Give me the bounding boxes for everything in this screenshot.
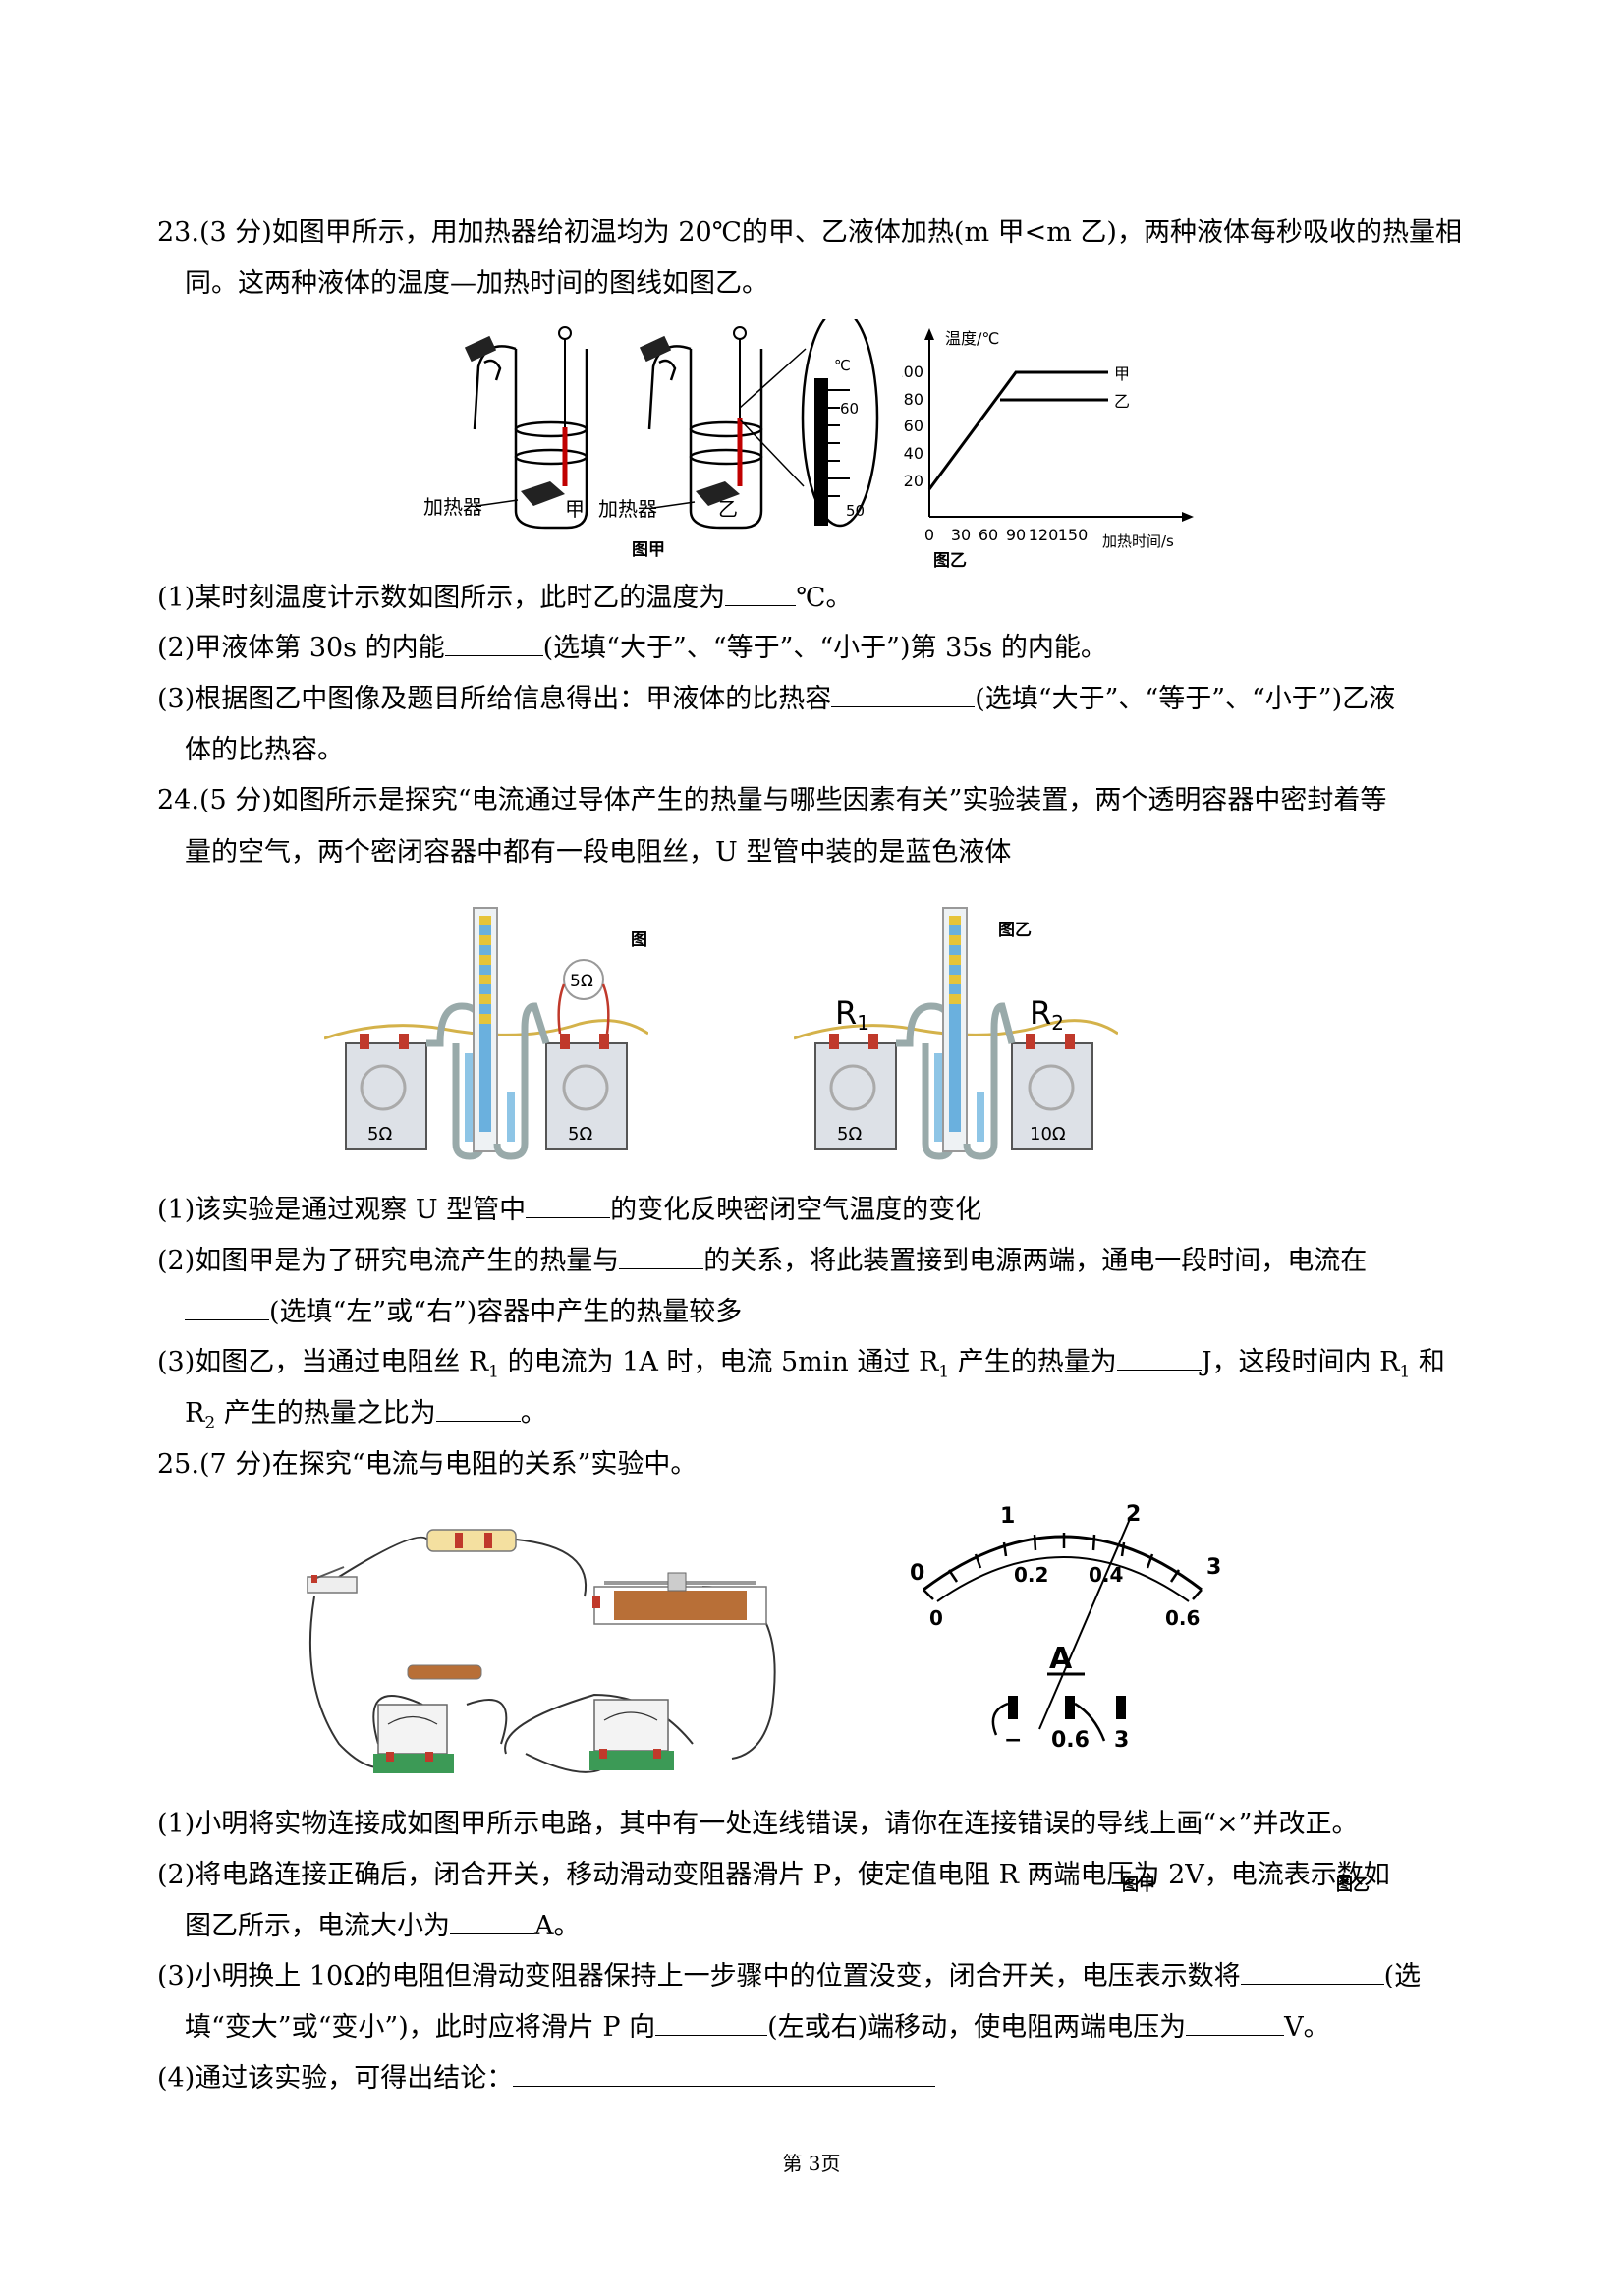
svg-text:乙: 乙	[1114, 392, 1130, 411]
q25-terminal-06: 0.6	[1051, 1728, 1090, 1753]
q25-ammeter-letter: A	[1049, 1642, 1073, 1676]
q23-part3-blank[interactable]	[831, 683, 976, 707]
q24-yi-left-resistor: 5Ω	[837, 1124, 862, 1145]
q25-part3-blank-1[interactable]	[1240, 1960, 1384, 1985]
q23-thermo-50: 50	[846, 502, 865, 520]
q23-heater-label-2: 加热器	[598, 497, 657, 521]
q24-jia-external-resistor: 5Ω	[570, 972, 593, 991]
q25-scale-2: 2	[1126, 1502, 1141, 1527]
svg-text:90: 90	[1006, 526, 1026, 544]
q25-fig-yi-caption: 图乙	[1336, 1876, 1370, 1895]
q24-jia-left-resistor: 5Ω	[367, 1124, 392, 1145]
q25-part3: (3)小明换上 10Ω的电阻但滑动变阻器保持上一步骤中的位置没变，闭合开关，电压…	[157, 1960, 1422, 1991]
svg-text:80: 80	[904, 390, 923, 409]
svg-text:温度/℃: 温度/℃	[945, 329, 999, 348]
q25-part2-blank[interactable]	[450, 1910, 534, 1934]
q25-stem: 25.(7 分)在探究“电流与电阻的关系”实验中。	[157, 1449, 698, 1480]
q24-part3-cont: R2 产生的热量之比为。	[185, 1397, 547, 1433]
q25-part3-blank-3[interactable]	[1186, 2011, 1285, 2036]
q24-yi-right-resistor: 10Ω	[1030, 1124, 1066, 1145]
q25-scale-02: 0.2	[1014, 1563, 1048, 1587]
q23-part1-blank[interactable]	[725, 582, 797, 606]
q24-part1: (1)该实验是通过观察 U 型管中的变化反映密闭空气温度的变化	[157, 1194, 982, 1225]
q23-heater-label-1: 加热器	[423, 495, 482, 519]
q23-part3: (3)根据图乙中图像及题目所给信息得出：甲液体的比热容(选填“大于”、“等于”、…	[157, 683, 1396, 714]
q25-scale-04: 0.4	[1089, 1563, 1123, 1587]
q24-part2-blank-1[interactable]	[619, 1245, 704, 1269]
q24-yi-R2-label: R2	[1030, 994, 1064, 1035]
q24-stem-line1: 24.(5 分)如图所示是探究“电流通过导体产生的热量与哪些因素有关”实验装置，…	[157, 785, 1387, 815]
q23-stem-line1: 23.(3 分)如图甲所示，用加热器给初温均为 20℃的甲、乙液体加热(m 甲<…	[157, 217, 1462, 248]
q24-stem-line2: 量的空气，两个密闭容器中都有一段电阻丝，U 型管中装的是蓝色液体	[185, 837, 1012, 868]
q24-part3: (3)如图乙，当通过电阻丝 R1 的电流为 1A 时，电流 5min 通过 R1…	[157, 1346, 1445, 1382]
q24-part2: (2)如图甲是为了研究电流产生的热量与的关系，将此装置接到电源两端，通电一段时间…	[157, 1245, 1368, 1276]
q23-thermo-unit: ℃	[834, 357, 851, 374]
q23-figure-yi-graph: 温度/℃ 100 80 60 40 20 0 30 60 90 120 150 …	[902, 328, 1194, 571]
svg-text:60: 60	[979, 526, 998, 544]
q24-jia-right-resistor: 5Ω	[568, 1124, 592, 1145]
q24-fig-jia-caption: 图甲	[631, 930, 648, 950]
q23-fig-yi-caption: 图乙	[933, 551, 967, 571]
q25-part3-blank-2[interactable]	[655, 2011, 768, 2036]
q25-part1: (1)小明将实物连接成如图甲所示电路，其中有一处连线错误，请你在连接错误的导线上…	[157, 1809, 1359, 1839]
q23-part2: (2)甲液体第 30s 的内能(选填“大于”、“等于”、“小于”)第 35s 的…	[157, 632, 1107, 663]
q25-terminal-3: 3	[1114, 1728, 1129, 1753]
svg-text:120: 120	[1029, 526, 1059, 544]
q24-yi-R1-label: R1	[835, 994, 869, 1035]
q25-figure-jia-circuit	[307, 1529, 776, 1773]
q25-scale-3: 3	[1206, 1555, 1221, 1580]
svg-text:150: 150	[1058, 526, 1089, 544]
q24-part2-cont: (选填“左”或“右”)容器中产生的热量较多	[185, 1296, 742, 1329]
q25-terminal-minus: −	[1004, 1728, 1022, 1753]
svg-text:甲: 甲	[1114, 364, 1130, 383]
q24-part2-blank-2[interactable]	[185, 1296, 269, 1320]
q24-part1-blank[interactable]	[526, 1194, 611, 1218]
q24-part3-blank-1[interactable]	[1116, 1346, 1202, 1371]
q25-fig-jia-caption: 图甲	[1122, 1876, 1155, 1895]
q23-stem-line2: 同。这两种液体的温度—加热时间的图线如图乙。	[185, 268, 768, 299]
q25-scale-06: 0.6	[1165, 1606, 1200, 1630]
q24-fig-yi-caption: 图乙	[998, 921, 1032, 940]
q25-part2: (2)将电路连接正确后，闭合开关，移动滑动变阻器滑片 P，使定值电阻 R 两端电…	[157, 1860, 1390, 1890]
svg-text:30: 30	[951, 526, 971, 544]
q25-figure-yi-ammeter: 0 1 2 3 0 0.2 0.4 0.6 A − 0.6 3	[910, 1502, 1221, 1753]
svg-text:20: 20	[904, 472, 923, 490]
q23-jia-label: 甲	[565, 497, 585, 521]
svg-text:加热时间/s: 加热时间/s	[1102, 532, 1174, 550]
q23-yi-label: 乙	[718, 497, 738, 521]
q23-thermo-60: 60	[840, 400, 859, 418]
q23-part2-blank[interactable]	[444, 632, 543, 656]
svg-text:100: 100	[902, 363, 923, 381]
q23-figure-jia: 加热器 甲 加热器 乙 ℃ 60 50 图甲	[423, 319, 879, 560]
svg-text:40: 40	[904, 444, 923, 463]
q24-part3-blank-2[interactable]	[435, 1397, 521, 1422]
q25-part4: (4)通过该实验，可得出结论：	[157, 2062, 936, 2096]
q23-part3-cont: 体的比热容。	[185, 735, 344, 765]
q23-fig-jia-caption: 图甲	[632, 540, 665, 560]
page-number: 第 3页	[782, 2152, 841, 2175]
svg-text:60: 60	[904, 417, 923, 435]
q25-part4-blank[interactable]	[513, 2062, 936, 2087]
q24-figure-yi: R1 R2 5Ω 10Ω 图乙	[794, 907, 1118, 1160]
q24-figure-jia: 5Ω 5Ω 5Ω 图甲	[324, 907, 648, 1160]
q25-scale-0-top: 0	[910, 1561, 924, 1586]
svg-text:0: 0	[924, 526, 934, 544]
q25-scale-0-bottom: 0	[929, 1606, 943, 1630]
q23-part1: (1)某时刻温度计示数如图所示，此时乙的温度为℃。	[157, 582, 853, 613]
q25-scale-1: 1	[1000, 1504, 1015, 1529]
